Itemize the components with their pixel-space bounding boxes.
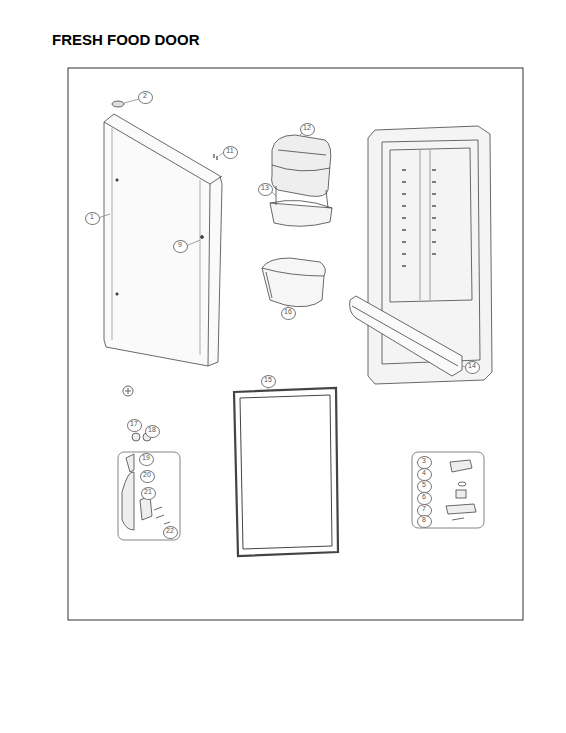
hinge-detail (118, 386, 180, 540)
callout-number: 4 (417, 468, 432, 481)
callout-number: 21 (141, 487, 156, 500)
door-shelf (350, 296, 466, 376)
dairy-cover (272, 129, 331, 196)
callout-number: 22 (163, 526, 178, 539)
callout-number: 13 (258, 183, 273, 196)
callout-number: 9 (173, 240, 188, 253)
callout-number: 14 (465, 361, 480, 374)
callout-number: 3 (417, 456, 432, 469)
callout-number: 6 (417, 492, 432, 505)
callout-number: 15 (261, 375, 276, 388)
callout-number: 16 (281, 307, 296, 320)
callout-number: 17 (127, 419, 142, 432)
callout-number: 8 (417, 515, 432, 528)
callout-number: 20 (140, 470, 155, 483)
callout-number: 1 (85, 212, 100, 225)
callout-number: 19 (139, 453, 154, 466)
page-title: FRESH FOOD DOOR (52, 31, 200, 48)
frame (68, 68, 523, 620)
callout-number: 2 (138, 91, 153, 104)
door-gasket (234, 386, 338, 556)
dairy-shelf (270, 186, 332, 226)
callout-number: 18 (145, 425, 160, 438)
callout-number: 11 (223, 146, 238, 159)
door-bin (262, 258, 325, 312)
door-panel (98, 99, 224, 366)
callout-number: 12 (300, 123, 315, 136)
callout-number: 5 (417, 480, 432, 493)
lower-hinge-detail (412, 452, 484, 528)
